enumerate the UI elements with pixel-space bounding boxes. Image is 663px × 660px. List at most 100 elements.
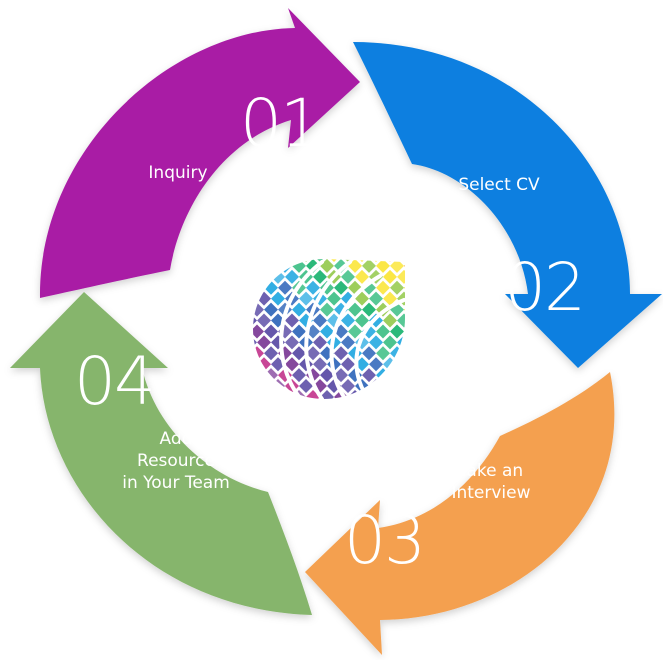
step-01-label-line: Inquiry xyxy=(148,163,207,183)
logo-tile xyxy=(390,368,404,383)
logo-tile xyxy=(334,389,348,399)
logo-tile xyxy=(264,259,278,273)
logo-tile xyxy=(418,324,432,338)
logo-tile xyxy=(327,259,341,262)
logo-tile xyxy=(271,291,285,306)
logo-tile xyxy=(376,346,390,361)
step-01-number: 01 xyxy=(240,85,320,162)
step-04-label-line: Resource xyxy=(137,451,215,471)
logo-tile xyxy=(253,357,257,372)
logo-tile xyxy=(320,389,334,399)
logo-tile xyxy=(369,291,383,306)
step-03-label-line: Interview xyxy=(451,483,530,503)
logo-tile xyxy=(292,324,306,339)
step-02-label-line: Select CV xyxy=(458,175,540,195)
logo-tile xyxy=(257,259,271,262)
logo-tile xyxy=(404,368,405,383)
step-04-number: 04 xyxy=(74,343,154,420)
logo-tile xyxy=(299,379,313,394)
logo-tile xyxy=(253,259,264,273)
logo-tile xyxy=(334,346,348,361)
logo-tile xyxy=(425,379,439,393)
logo-tile xyxy=(334,280,348,295)
logo-tile xyxy=(376,324,390,339)
logo-tile xyxy=(418,390,432,404)
logo-tile xyxy=(383,269,397,284)
logo-tile xyxy=(285,313,299,328)
logo-tile xyxy=(362,346,376,361)
logo-tile xyxy=(334,368,348,383)
step-02-arrow xyxy=(353,42,662,368)
logo-tile xyxy=(341,335,355,350)
logo-tile xyxy=(306,280,320,295)
step-03-label-line: Take an xyxy=(458,461,523,481)
logo-tile xyxy=(299,259,313,262)
logo-tile xyxy=(404,389,405,399)
logo-tile xyxy=(432,303,446,317)
logo-tile xyxy=(390,346,404,361)
logo-tile xyxy=(341,357,355,372)
logo-tile xyxy=(362,302,376,317)
logo-tile xyxy=(320,324,334,339)
logo-tile xyxy=(432,259,446,273)
logo-tile xyxy=(257,379,271,394)
logo-tile xyxy=(432,368,446,382)
logo-tile xyxy=(432,281,446,295)
logo-tile xyxy=(285,357,299,372)
logo-tile xyxy=(397,335,405,350)
logo-tile xyxy=(313,357,327,372)
logo-tile xyxy=(306,259,320,273)
logo-tile xyxy=(253,259,257,262)
logo-tile xyxy=(383,291,397,306)
logo-tile xyxy=(418,259,432,273)
logo-tile xyxy=(257,335,271,350)
logo-tile xyxy=(411,335,425,349)
logo-tile xyxy=(404,324,405,339)
step-03-number: 03 xyxy=(344,502,424,579)
logo-tile xyxy=(327,291,341,306)
logo-tile xyxy=(264,302,278,317)
logo-tile xyxy=(355,313,369,328)
logo-tile xyxy=(253,291,257,306)
logo-tile xyxy=(404,302,405,317)
logo-tile xyxy=(411,314,425,328)
logo-tile xyxy=(253,346,264,361)
logo-tile xyxy=(355,357,369,372)
logo-tile xyxy=(376,368,390,383)
logo-tile xyxy=(348,302,362,317)
logo-tile xyxy=(313,335,327,350)
logo-tile xyxy=(411,379,425,393)
logo-tile xyxy=(299,291,313,306)
logo-tile xyxy=(425,248,439,262)
logo-tile xyxy=(390,324,404,339)
logo-tile xyxy=(257,357,271,372)
logo-tile xyxy=(306,346,320,361)
logo-tile xyxy=(425,270,439,284)
logo-tile xyxy=(397,259,405,262)
logo-tile xyxy=(397,357,405,372)
logo-tile xyxy=(341,269,355,284)
logo-tile xyxy=(264,280,278,295)
logo-tile xyxy=(425,357,439,371)
logo-tile xyxy=(292,368,306,383)
logo-tile xyxy=(418,346,432,360)
logo-tile xyxy=(271,269,285,284)
step-02: 02 Select CV xyxy=(353,42,662,368)
logo-tile xyxy=(253,269,257,284)
logo-tile xyxy=(432,346,446,360)
logo-tile xyxy=(390,389,404,399)
step-02-label: Select CV xyxy=(458,175,540,195)
logo-tile xyxy=(425,335,439,349)
logo-tile xyxy=(341,379,355,394)
logo-tile xyxy=(376,259,390,273)
logo-tile xyxy=(292,259,306,273)
logo-tile xyxy=(253,324,264,339)
logo-tile xyxy=(320,302,334,317)
logo-tile xyxy=(383,313,397,328)
logo-tile xyxy=(264,368,278,383)
logo-tile xyxy=(253,280,264,295)
logo-tile xyxy=(369,357,383,372)
logo-tile xyxy=(253,313,257,328)
